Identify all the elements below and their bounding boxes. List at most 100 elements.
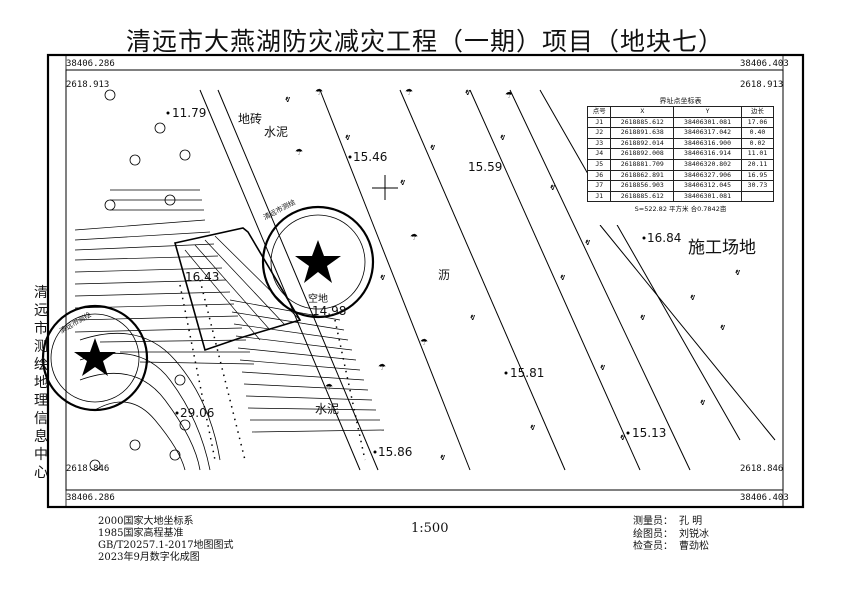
svg-text:ⱴ: ⱴ <box>550 183 556 193</box>
land-label-site: 空地 <box>308 294 328 305</box>
table-cell-length: 0.40 <box>740 127 775 139</box>
col-header: Y <box>673 106 742 118</box>
svg-text:☂: ☂ <box>295 148 303 158</box>
elevation-label: 15.59 <box>468 160 503 174</box>
corner-bottom-left-x: 38406.286 <box>66 493 115 503</box>
table-cell-length: 0.02 <box>740 137 775 150</box>
table-cell: 38406317.042 <box>673 127 742 139</box>
dotted-edges <box>179 279 366 461</box>
col-header: X <box>610 106 675 118</box>
table-cell: 38406312.045 <box>673 180 742 192</box>
corner-top-left-y: 2618.913 <box>66 80 110 90</box>
svg-text:ⱴ: ⱴ <box>470 313 476 323</box>
table-cell-length: 20.11 <box>740 158 775 171</box>
svg-text:ⱴ: ⱴ <box>345 133 351 143</box>
svg-text:ⱴ: ⱴ <box>430 143 436 153</box>
note-line: 2023年9月数字化成图 <box>98 552 200 563</box>
staff-row: 绘图员：刘锐冰 <box>633 528 709 540</box>
land-label-asphalt: 沥 <box>438 268 451 282</box>
corner-bottom-right-x: 38406.403 <box>740 493 789 503</box>
svg-text:ⱴ: ⱴ <box>285 95 291 105</box>
table-cell: J3 <box>586 137 612 150</box>
svg-text:☂: ☂ <box>315 88 323 98</box>
svg-text:ⱴ: ⱴ <box>465 88 471 98</box>
elevation-label: 15.13 <box>632 426 667 440</box>
elevation-dots <box>166 111 646 454</box>
road-lines <box>199 89 776 471</box>
tree-symbols <box>89 89 191 471</box>
table-header-row: 点号 X Y 边长 <box>586 106 775 118</box>
seal-left <box>41 304 149 412</box>
svg-text:☂: ☂ <box>405 88 413 98</box>
table-cell: 38406301.081 <box>673 116 742 129</box>
staff-row: 测量员：孔 明 <box>633 516 703 527</box>
map-notes: 2000国家大地坐标系 1985国家高程基准 GB/T20257.1-2017地… <box>98 516 234 564</box>
col-header: 边长 <box>740 106 775 118</box>
col-header: 点号 <box>586 106 612 118</box>
svg-text:ⱴ: ⱴ <box>400 178 406 188</box>
table-cell-length: 11.01 <box>740 148 775 160</box>
org-vertical-text: 清远市测绘地理信息中心 <box>34 285 48 481</box>
svg-text:ⱴ: ⱴ <box>735 268 741 278</box>
svg-text:ⱴ: ⱴ <box>720 323 726 333</box>
corner-bottom-right-y: 2618.846 <box>740 464 784 474</box>
svg-text:☂: ☂ <box>325 383 333 393</box>
grass-symbols: ⱴⱴⱴ ⱴⱴⱴ ⱴⱴⱴ ⱴⱴⱴ ⱴⱴⱴ ⱴⱴⱴ ⱴⱴ <box>285 88 741 463</box>
land-label-cement: 水泥 <box>264 125 289 139</box>
land-label-cement: 水泥 <box>315 402 340 416</box>
elevation-label: 15.46 <box>353 150 388 164</box>
table-cell-length <box>740 190 775 203</box>
elevation-label: 15.81 <box>510 366 545 380</box>
table-cell-length: 17.06 <box>740 116 775 129</box>
table-cell: 2618885.612 <box>610 190 675 203</box>
table-cell-length: 30.73 <box>740 180 775 192</box>
table-cell: 38406301.081 <box>673 190 742 203</box>
corner-top-right-y: 2618.913 <box>740 80 784 90</box>
svg-text:ⱴ: ⱴ <box>700 398 706 408</box>
svg-text:ⱴ: ⱴ <box>560 273 566 283</box>
table-cell: 2618891.638 <box>610 127 675 139</box>
table-title: 界址点坐标表 <box>659 97 702 105</box>
svg-text:ⱴ: ⱴ <box>600 363 606 373</box>
table-cell: J2 <box>586 127 612 139</box>
svg-text:ⱴ: ⱴ <box>585 238 591 248</box>
outer-frame <box>46 53 805 509</box>
elevation-label: 29.06 <box>180 406 215 420</box>
grid-cross <box>372 175 398 200</box>
seal-right <box>261 205 375 319</box>
table-cell: 2618856.903 <box>610 180 675 192</box>
parcel-area: S=522.82 平方米 合0.7842亩 <box>634 205 727 214</box>
table-cell: 2618862.891 <box>610 169 675 182</box>
svg-text:☂: ☂ <box>420 338 428 348</box>
svg-text:☂: ☂ <box>378 363 386 373</box>
parcel-boundary <box>174 227 302 352</box>
table-cell: J6 <box>586 169 612 182</box>
map-title: 清远市大燕湖防灾减灾工程（一期）项目（地块七） <box>125 27 724 56</box>
table-cell: 38406320.802 <box>673 158 742 171</box>
table-cell: 38406327.906 <box>673 169 742 182</box>
land-label-construction: 施工场地 <box>688 238 756 258</box>
svg-text:ⱴ: ⱴ <box>690 293 696 303</box>
svg-text:ⱴ: ⱴ <box>440 453 446 463</box>
embankment-hatch <box>74 189 385 433</box>
elevation-label: 16.43 <box>185 270 220 284</box>
staff-row: 检查员：曹劲松 <box>633 541 709 552</box>
table-cell: J5 <box>586 158 612 171</box>
table-cell: 2618892.014 <box>610 137 675 150</box>
table-cell: J7 <box>586 180 612 192</box>
note-line: 2000国家大地坐标系 <box>98 516 194 527</box>
table-cell-length: 16.95 <box>740 169 775 182</box>
svg-text:ⱴ: ⱴ <box>530 423 536 433</box>
frame-ticks <box>65 55 784 507</box>
table-cell: 38406316.914 <box>673 148 742 160</box>
corner-top-right-x: 38406.403 <box>740 59 789 69</box>
elevation-label: 15.86 <box>378 445 413 459</box>
